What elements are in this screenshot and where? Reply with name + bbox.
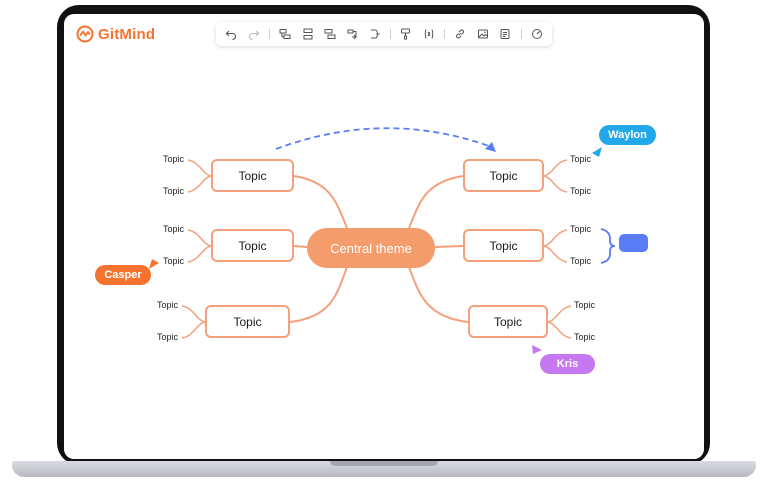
topic-node-right-3[interactable]: Topic xyxy=(468,305,548,338)
topic-node-left-2[interactable]: Topic xyxy=(211,229,294,262)
waylon-cursor-icon xyxy=(592,147,602,157)
collaborator-tag-casper: Casper xyxy=(95,265,151,285)
branch-line xyxy=(293,245,308,248)
summary-icon[interactable] xyxy=(368,26,382,42)
summary-bracket[interactable] xyxy=(600,228,616,264)
leaf-line xyxy=(547,321,572,339)
central-theme-node[interactable]: Central theme xyxy=(307,228,435,268)
leaf-topic[interactable]: Topic xyxy=(163,186,185,196)
relationship-arrowhead xyxy=(485,142,496,152)
branch-line xyxy=(434,245,464,248)
toolbar xyxy=(216,22,552,46)
leaf-topic[interactable]: Topic xyxy=(570,186,592,196)
leaf-topic[interactable]: Topic xyxy=(163,224,185,234)
leaf-line xyxy=(187,175,212,193)
toolbar-divider xyxy=(520,29,522,39)
leaf-topic[interactable]: Topic xyxy=(157,300,179,310)
add-child-icon[interactable] xyxy=(278,26,292,42)
add-parent-icon[interactable] xyxy=(323,26,337,42)
topic-node-left-3[interactable]: Topic xyxy=(205,305,290,338)
app-name: GitMind xyxy=(98,25,156,43)
add-sibling-icon[interactable] xyxy=(300,26,314,42)
app-logo: GitMind xyxy=(76,25,155,43)
leaf-line xyxy=(181,321,206,339)
leaf-line xyxy=(543,159,568,177)
laptop-notch xyxy=(330,461,438,466)
app-screen: GitMind xyxy=(64,14,704,459)
leaf-line xyxy=(181,305,206,323)
leaf-line xyxy=(543,229,568,247)
formula-icon[interactable] xyxy=(422,26,436,42)
note-icon[interactable] xyxy=(498,26,512,42)
leaf-topic[interactable]: Topic xyxy=(570,256,592,266)
leaf-topic[interactable]: Topic xyxy=(570,224,592,234)
collaborator-tag-kris: Kris xyxy=(540,354,595,374)
leaf-line xyxy=(187,229,212,247)
summary-node[interactable] xyxy=(619,234,648,252)
toolbar-divider xyxy=(390,29,392,39)
toolbar-divider xyxy=(444,29,446,39)
format-painter-icon[interactable] xyxy=(399,26,413,42)
leaf-topic[interactable]: Topic xyxy=(157,332,179,342)
topic-node-right-2[interactable]: Topic xyxy=(463,229,544,262)
leaf-topic[interactable]: Topic xyxy=(570,154,592,164)
leaf-topic[interactable]: Topic xyxy=(574,300,596,310)
laptop-base xyxy=(12,461,756,477)
topic-node-right-1[interactable]: Topic xyxy=(463,159,544,192)
leaf-line xyxy=(543,175,568,193)
leaf-line xyxy=(543,245,568,263)
relationship-line[interactable] xyxy=(275,127,490,150)
leaf-topic[interactable]: Topic xyxy=(163,154,185,164)
branch-line xyxy=(293,175,348,229)
image-icon[interactable] xyxy=(476,26,490,42)
kris-cursor-icon xyxy=(532,345,542,354)
branch-line xyxy=(408,266,469,323)
link-icon[interactable] xyxy=(453,26,467,42)
collaborator-tag-waylon: Waylon xyxy=(599,125,656,145)
branch-line xyxy=(289,266,348,323)
undo-icon[interactable] xyxy=(224,26,238,42)
leaf-topic[interactable]: Topic xyxy=(574,332,596,342)
leaf-line xyxy=(547,305,572,323)
toolbar-divider xyxy=(268,29,270,39)
redo-icon[interactable] xyxy=(246,26,260,42)
leaf-topic[interactable]: Topic xyxy=(163,256,185,266)
casper-cursor-icon xyxy=(149,259,159,269)
relationship-icon[interactable] xyxy=(345,26,359,42)
leaf-line xyxy=(187,245,212,263)
gitmind-logo-icon xyxy=(76,25,94,43)
topic-node-left-1[interactable]: Topic xyxy=(211,159,294,192)
branch-line xyxy=(408,175,464,229)
style-icon[interactable] xyxy=(529,26,543,42)
leaf-line xyxy=(187,159,212,177)
mindmap-connectors xyxy=(149,127,616,354)
